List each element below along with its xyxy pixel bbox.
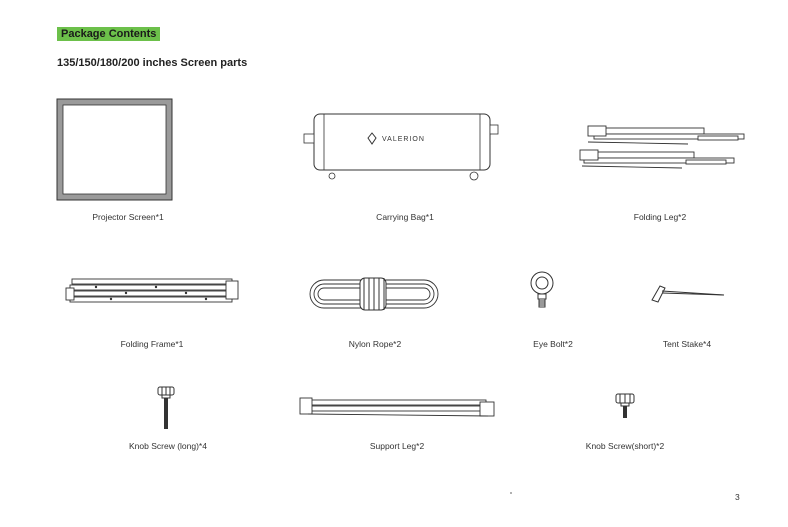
item-label: Knob Screw(short)*2 — [585, 441, 665, 451]
item-tent-stake — [648, 282, 728, 306]
item-label: Carrying Bag*1 — [376, 212, 434, 222]
item-label: Folding Leg*2 — [633, 212, 687, 222]
item-label: Folding Frame*1 — [120, 339, 184, 349]
carrying-bag-icon: VALERION — [303, 113, 499, 181]
item-carrying-bag: VALERION — [298, 112, 499, 182]
item-label: Eye Bolt*2 — [533, 339, 573, 349]
support-leg-icon — [299, 397, 495, 417]
item-label: Nylon Rope*2 — [348, 339, 402, 349]
knob-screw-long-icon — [157, 386, 175, 429]
item-eye-bolt — [527, 270, 557, 310]
item-nylon-rope — [308, 277, 440, 312]
item-folding-frame — [65, 276, 241, 306]
item-label: Projector Screen*1 — [92, 212, 164, 222]
item-knob-screw-short — [614, 392, 636, 420]
projector-screen-icon — [56, 98, 173, 201]
tent-stake-icon — [651, 285, 725, 303]
brand-text: VALERION — [382, 136, 425, 143]
item-label: Knob Screw (long)*4 — [129, 441, 207, 451]
item-support-leg — [298, 396, 498, 422]
knob-screw-short-icon — [615, 393, 635, 418]
item-folding-leg — [578, 122, 748, 182]
folding-frame-icon — [65, 278, 239, 303]
nylon-rope-icon — [309, 277, 439, 311]
eye-bolt-icon — [530, 271, 554, 308]
folding-leg-icon — [579, 125, 745, 169]
section-title: Package Contents — [57, 27, 161, 41]
page-number: 3 — [735, 492, 740, 502]
item-label: Tent Stake*4 — [662, 339, 712, 349]
item-projector-screen — [56, 98, 174, 202]
item-knob-screw-long — [156, 385, 176, 431]
item-label: Support Leg*2 — [369, 441, 425, 451]
section-subtitle: 135/150/180/200 inches Screen parts — [57, 57, 248, 69]
page-dot — [510, 492, 512, 494]
